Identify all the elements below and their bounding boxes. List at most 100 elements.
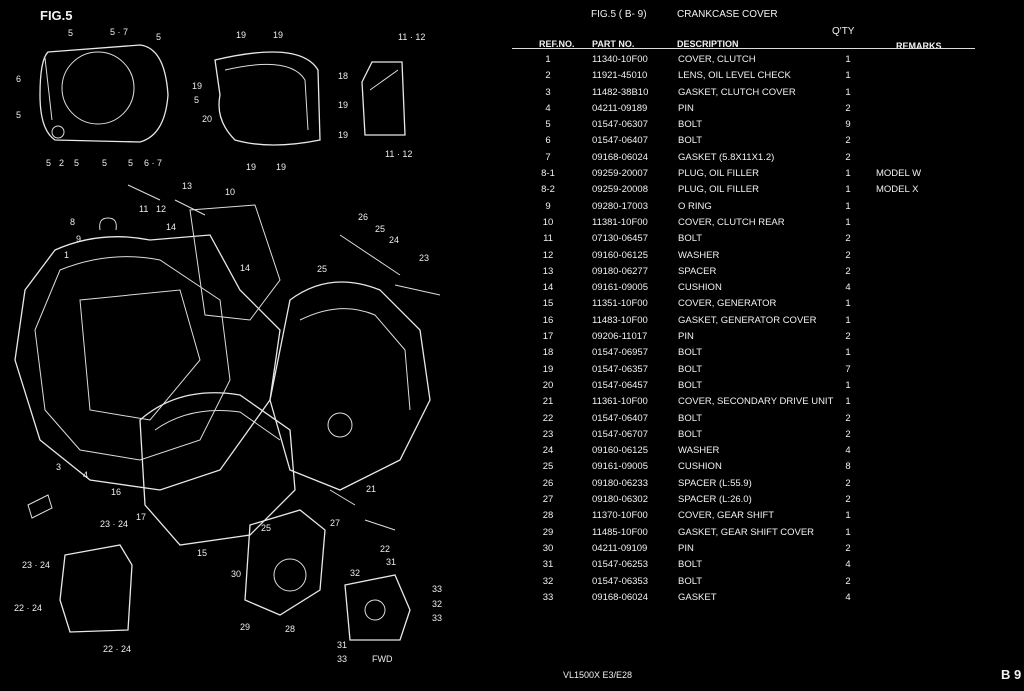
description-cell: COVER, CLUTCH: [678, 54, 756, 65]
qty-cell: 2: [845, 135, 851, 147]
description-cell: GASKET, CLUTCH COVER: [678, 86, 796, 98]
callout: 25: [375, 224, 385, 234]
crankcase-assembly: [14, 184, 441, 641]
callout: 14: [240, 263, 250, 273]
callout: 30: [231, 569, 241, 579]
ref-no-cell: 7: [545, 151, 551, 163]
ref-no-cell: 11: [543, 233, 553, 245]
callout: 33: [432, 613, 442, 623]
table-row: 26 09180-06233 SPACER (L:55.9) 2: [0, 478, 1024, 494]
figure-label: FIG.5: [40, 8, 73, 23]
part-no-cell: 01547-06457: [592, 379, 648, 391]
qty-cell: 1: [845, 379, 851, 391]
part-no-cell: 09168-06024: [592, 591, 648, 603]
qty-header: Q'TY: [832, 26, 855, 37]
ref-no-cell: 22: [542, 412, 554, 424]
column-header-ref: REF.NO.: [539, 39, 575, 49]
part-no-cell: 11921-45010: [592, 70, 648, 82]
page-title: CRANKCASE COVER: [677, 9, 778, 20]
part-no-cell: 09160-06125: [592, 445, 648, 457]
callout: 22 · 24: [14, 603, 42, 613]
callout: 6 · 7: [144, 158, 162, 168]
qty-cell: 2: [845, 575, 851, 587]
callout: 17: [136, 512, 146, 522]
callout: 19: [338, 100, 348, 110]
ref-no-cell: 8-1: [541, 168, 555, 180]
part-no-cell: 11485-10F00: [592, 526, 648, 538]
callout: 32: [350, 568, 360, 578]
description-cell: PIN: [678, 331, 694, 343]
ref-no-cell: 26: [542, 477, 554, 489]
description-cell: COVER, SECONDARY DRIVE UNIT: [678, 396, 834, 408]
qty-cell: 1: [845, 526, 851, 538]
part-no-cell: 11381-10F00: [592, 216, 648, 228]
callout: FWD: [372, 654, 393, 664]
ref-no-cell: 1: [545, 54, 551, 65]
qty-cell: 9: [845, 119, 851, 131]
remarks-cell: MODEL W: [876, 168, 922, 180]
part-no-cell: 11482-38B10: [592, 86, 649, 98]
callout: 23 · 24: [100, 519, 128, 529]
callout: 19: [246, 162, 256, 172]
callout: 20: [202, 114, 212, 124]
column-header-part: PART NO.: [592, 39, 635, 49]
part-no-cell: 09180-06233: [592, 477, 648, 489]
part-no-cell: 01547-06407: [592, 135, 648, 147]
ref-no-cell: 16: [542, 314, 554, 326]
ref-no-cell: 19: [542, 363, 554, 375]
ref-no-cell: 33: [542, 591, 554, 603]
description-cell: BOLT: [678, 412, 703, 424]
description-cell: WASHER: [678, 445, 720, 457]
callout: 27: [330, 518, 340, 528]
ref-no-cell: 24: [542, 445, 554, 457]
qty-cell: 2: [845, 331, 851, 343]
callout: 5: [16, 110, 21, 120]
qty-cell: 2: [845, 265, 851, 277]
callout: 23 · 24: [22, 560, 50, 570]
header-divider: [512, 48, 975, 49]
description-cell: BOLT: [678, 347, 703, 359]
callout: 19: [338, 130, 348, 140]
callout: 15: [197, 548, 207, 558]
callout: 13: [182, 181, 192, 191]
callout: 11: [139, 204, 148, 214]
table-row: 33 09168-06024 GASKET 4: [0, 592, 1024, 608]
ref-no-cell: 14: [542, 282, 554, 294]
ref-no-cell: 9: [545, 200, 551, 212]
description-cell: LENS, OIL LEVEL CHECK: [678, 70, 791, 82]
part-no-cell: 11370-10F00: [592, 510, 648, 522]
qty-cell: 1: [845, 200, 851, 212]
qty-cell: 4: [845, 591, 851, 603]
ref-no-cell: 23: [542, 428, 554, 440]
callout: 31: [337, 640, 347, 650]
column-header-description: DESCRIPTION: [677, 39, 739, 49]
part-no-cell: 09168-06024: [592, 151, 648, 163]
description-cell: GASKET (5.8X11X1.2): [678, 151, 775, 163]
ref-no-cell: 13: [542, 265, 554, 277]
description-cell: SPACER (L:55.9): [678, 477, 752, 489]
part-no-cell: 01547-06407: [592, 412, 648, 424]
callout-labels: 5 5 · 7 5 6 5 5 2 5 5 5 6 · 7 19 19 19 5…: [14, 27, 442, 664]
qty-cell: 1: [845, 347, 851, 359]
ref-no-cell: 31: [542, 559, 554, 571]
part-no-cell: 04211-09109: [592, 542, 648, 554]
description-cell: BOLT: [678, 559, 703, 571]
description-cell: SPACER: [678, 265, 717, 277]
callout: 29: [240, 622, 250, 632]
description-cell: BOLT: [678, 379, 703, 391]
ref-no-cell: 6: [545, 135, 551, 147]
callout: 11 · 12: [398, 32, 425, 42]
qty-cell: 2: [845, 477, 851, 489]
part-no-cell: 01547-06357: [592, 363, 648, 375]
description-cell: GASKET: [678, 591, 717, 603]
part-no-cell: 01547-06957: [592, 347, 648, 359]
